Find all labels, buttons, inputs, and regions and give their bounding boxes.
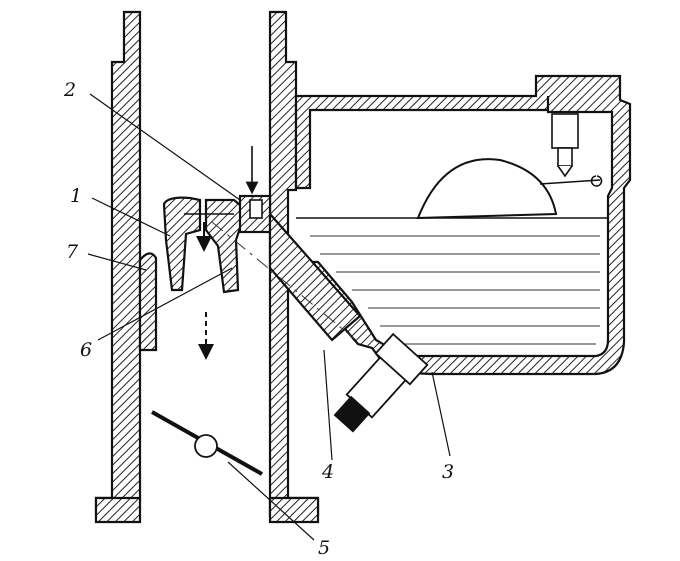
- fuel-channel: [211, 221, 357, 341]
- label-7: 7: [66, 241, 79, 263]
- nozzle-insert: [249, 199, 263, 219]
- atomizer-body-left: [162, 196, 202, 292]
- label-3: 3: [442, 461, 454, 483]
- chamber-bottom-flange-right: [268, 496, 320, 524]
- float: [416, 158, 558, 220]
- needle-valve: [551, 113, 579, 178]
- label-6: 6: [80, 339, 92, 361]
- atomizer-body-right: [204, 198, 248, 294]
- float-lever: [539, 175, 603, 187]
- throttle-valve: [151, 410, 263, 476]
- diffuser: [138, 252, 158, 352]
- jet-plug: [333, 332, 429, 433]
- leader-lines: [87, 93, 451, 541]
- chamber-bottom-flange-left: [94, 496, 142, 524]
- label-5: 5: [318, 537, 330, 559]
- label-2: 2: [63, 79, 76, 101]
- chamber-left-wall: [94, 10, 142, 517]
- label-4: 4: [321, 461, 334, 483]
- atomizer: [162, 146, 259, 360]
- jet-assembly: [211, 194, 429, 433]
- mixing-chamber: [94, 10, 320, 524]
- inclined-channel: [268, 211, 362, 342]
- fuel: [310, 235, 600, 345]
- label-1: 1: [70, 185, 82, 207]
